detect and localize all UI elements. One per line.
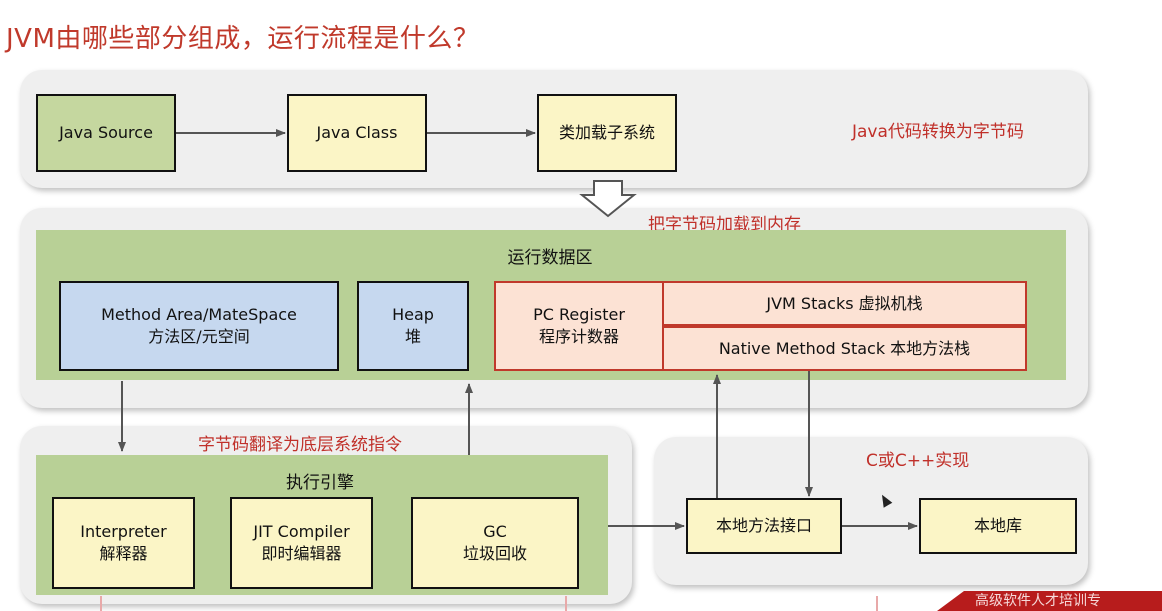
jit-line1: JIT Compiler (253, 522, 350, 541)
class-loader-label: 类加载子系统 (558, 123, 655, 142)
native-library-label: 本地库 (973, 516, 1022, 535)
heap-line2: 堆 (404, 327, 421, 346)
heap-box: Heap 堆 (357, 281, 469, 371)
native-library-box: 本地库 (919, 498, 1077, 554)
page-title: JVM由哪些部分组成，运行流程是什么？ (6, 24, 480, 54)
jvm-stacks-label: JVM Stacks 虚拟机栈 (766, 293, 923, 313)
gc-line1: GC (483, 522, 507, 541)
java-source-box: Java Source (36, 94, 176, 172)
interpreter-box: Interpreter 解释器 (52, 497, 195, 589)
method-area-line2: 方法区/元空间 (148, 327, 250, 346)
divider-line (565, 596, 567, 611)
java-source-label: Java Source (59, 123, 153, 142)
native-stack-label: Native Method Stack 本地方法栈 (718, 338, 971, 358)
bytecode-note: Java代码转换为字节码 (852, 122, 1024, 142)
method-area-line1: Method Area/MateSpace (101, 305, 297, 324)
method-area-box: Method Area/MateSpace 方法区/元空间 (59, 281, 339, 371)
native-interface-box: 本地方法接口 (686, 498, 842, 554)
interpreter-line1: Interpreter (80, 522, 167, 541)
heap-line1: Heap (392, 305, 434, 324)
jit-line2: 即时编辑器 (261, 544, 342, 563)
native-note: C或C++实现 (866, 451, 970, 471)
runtime-area-label: 运行数据区 (507, 248, 593, 268)
java-class-label: Java Class (316, 123, 398, 142)
interpreter-line2: 解释器 (99, 544, 148, 563)
pc-register-line1: PC Register (533, 305, 625, 324)
jvm-stacks-box: JVM Stacks 虚拟机栈 (662, 281, 1027, 326)
execution-note: 字节码翻译为底层系统指令 (198, 435, 402, 455)
java-class-box: Java Class (287, 94, 427, 172)
watermark-banner: 高级软件人才培训专 (937, 591, 1162, 611)
class-loader-box: 类加载子系统 (537, 94, 677, 172)
native-stack-box: Native Method Stack 本地方法栈 (662, 326, 1027, 371)
gc-line2: 垃圾回收 (462, 544, 527, 563)
divider-line (876, 596, 878, 611)
native-interface-label: 本地方法接口 (715, 516, 812, 535)
pc-register-box: PC Register 程序计数器 (494, 281, 664, 371)
divider-line (100, 596, 102, 611)
gc-box: GC 垃圾回收 (411, 497, 579, 589)
execution-engine-label: 执行引擎 (286, 473, 354, 493)
pc-register-line2: 程序计数器 (538, 327, 619, 346)
jit-compiler-box: JIT Compiler 即时编辑器 (230, 497, 373, 589)
watermark-text: 高级软件人才培训专 (975, 593, 1101, 609)
